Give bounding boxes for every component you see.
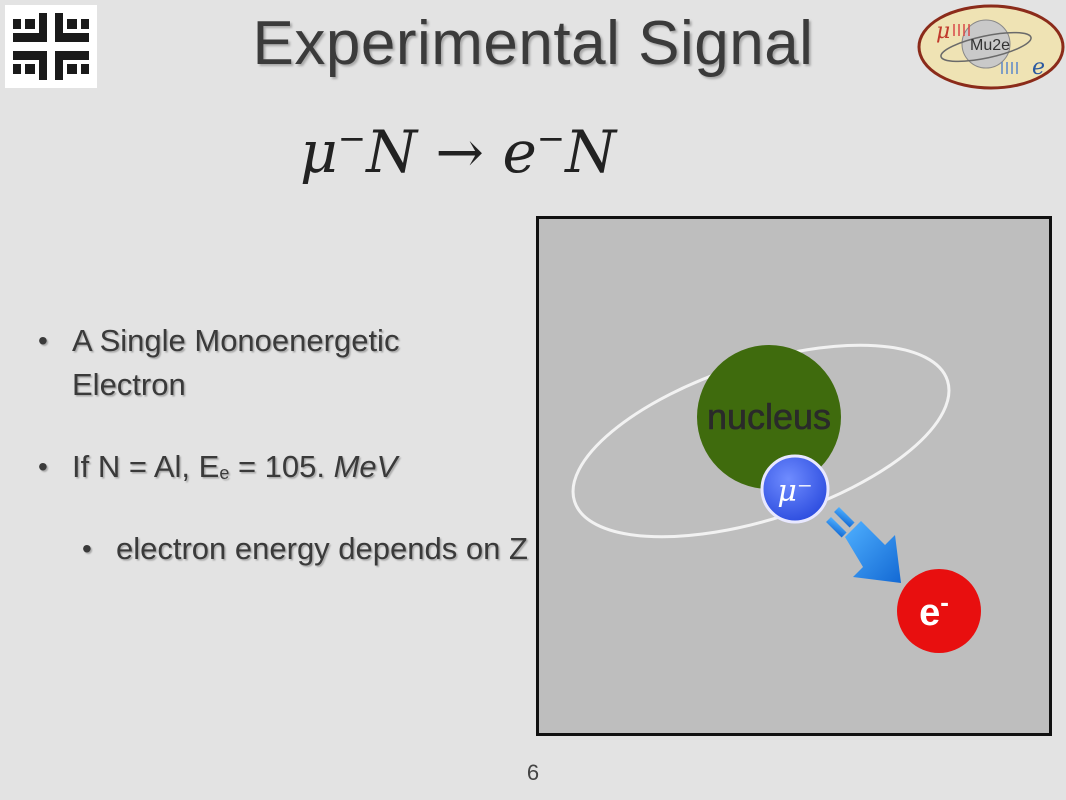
- formula-muon: μ: [300, 118, 338, 186]
- bullet-energy: • If N = Al, Ee = 105. MeV: [38, 445, 512, 495]
- muon-circle: [760, 454, 830, 524]
- svg-text:μ: μ: [936, 19, 950, 44]
- bullet-energy-prefix: If N = Al, E: [72, 449, 220, 484]
- sub-bullet-text: electron energy depends on Z: [116, 531, 528, 566]
- nucleus-circle: [697, 345, 841, 489]
- bullet-dot: •: [38, 325, 48, 356]
- bullet-energy-subscript: e: [219, 463, 230, 483]
- electron-label: e-: [919, 587, 949, 634]
- electron-circle: [897, 569, 981, 653]
- bullet-dot: •: [38, 451, 48, 482]
- formula-muon-charge: −: [337, 119, 367, 159]
- fermilab-logo: [5, 5, 97, 88]
- bullet-energy-value: = 105.: [229, 449, 334, 484]
- conversion-diagram: nucleus μ⁻ e-: [536, 216, 1052, 736]
- reaction-formula: μ−N → e−N: [300, 118, 680, 186]
- formula-electron: e: [502, 118, 537, 186]
- nucleus-label: nucleus: [707, 396, 831, 437]
- formula-nucleus-rhs: N: [565, 118, 617, 186]
- bullet-dot: •: [82, 533, 92, 564]
- decay-arrow: [826, 506, 901, 583]
- mu2e-logo: μ Mu2e e: [914, 2, 1066, 90]
- muon-label: μ⁻: [777, 474, 812, 509]
- sub-bullet-z-dependence: • electron energy depends on Z: [82, 527, 536, 571]
- formula-electron-charge: −: [536, 119, 566, 159]
- page-number: 6: [526, 760, 540, 785]
- svg-text:Mu2e: Mu2e: [970, 37, 1010, 54]
- formula-nucleus-lhs: N: [366, 118, 417, 186]
- electron-symbol: e: [919, 592, 940, 634]
- electron-charge: -: [940, 587, 949, 617]
- bullet-text: A Single Monoenergetic Electron: [72, 323, 400, 402]
- bullet-single-electron: • A Single Monoenergetic Electron: [38, 319, 512, 407]
- bullet-energy-unit: MeV: [333, 449, 398, 484]
- formula-arrow: →: [435, 118, 484, 186]
- svg-text:e: e: [1032, 55, 1045, 80]
- slide-title: Experimental Signal: [252, 9, 814, 78]
